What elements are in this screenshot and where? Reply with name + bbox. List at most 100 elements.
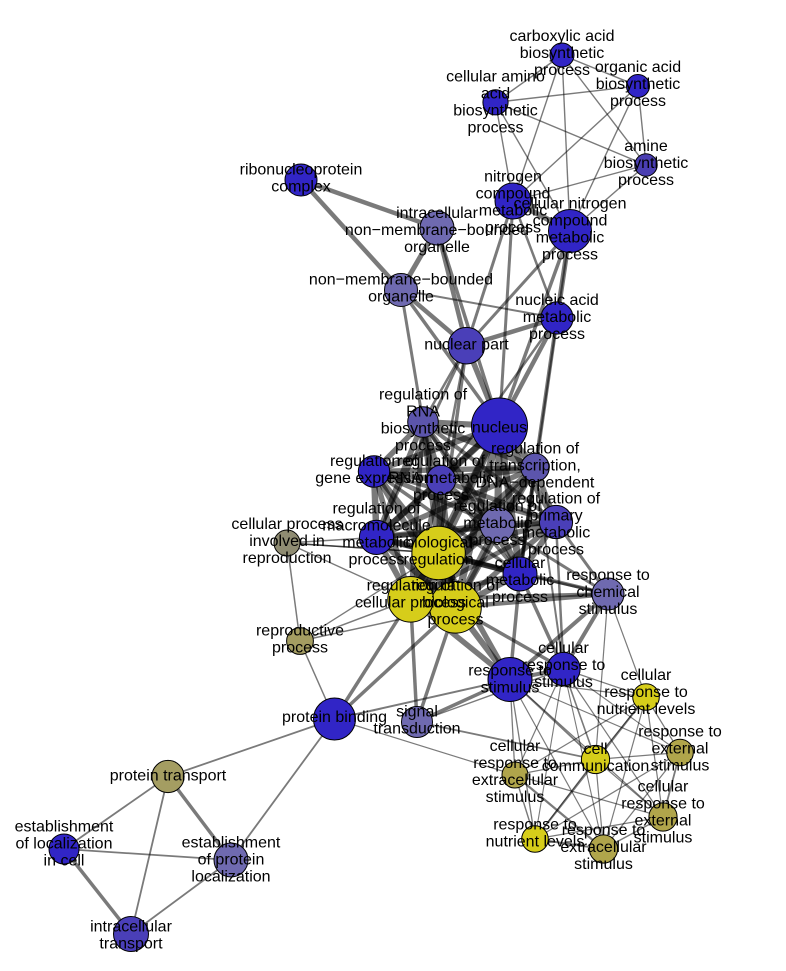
- svg-text:nucleus: nucleus: [472, 420, 527, 437]
- svg-text:establishment: establishment: [182, 835, 281, 852]
- svg-text:stimulus: stimulus: [651, 758, 710, 775]
- svg-text:signal: signal: [396, 704, 438, 721]
- svg-text:ribonucleoprotein: ribonucleoprotein: [240, 162, 363, 179]
- svg-text:regulation of: regulation of: [397, 453, 486, 470]
- svg-text:cellular process: cellular process: [355, 595, 466, 612]
- svg-text:metabolic: metabolic: [522, 525, 590, 542]
- svg-text:stimulus: stimulus: [486, 789, 545, 806]
- svg-text:process: process: [427, 611, 483, 628]
- svg-text:compound: compound: [476, 186, 551, 203]
- svg-text:process: process: [528, 542, 584, 559]
- svg-text:nucleic acid: nucleic acid: [515, 292, 599, 309]
- svg-text:localization: localization: [191, 869, 270, 886]
- svg-text:reproduction: reproduction: [243, 550, 332, 567]
- svg-text:regulation of: regulation of: [367, 578, 456, 595]
- svg-text:process: process: [485, 220, 541, 237]
- svg-text:complex: complex: [271, 179, 331, 196]
- svg-text:external: external: [635, 813, 692, 830]
- svg-text:of localization: of localization: [16, 836, 113, 853]
- svg-text:metabolic: metabolic: [486, 572, 554, 589]
- svg-text:stimulus: stimulus: [574, 856, 633, 873]
- svg-text:stimulus: stimulus: [579, 601, 638, 618]
- svg-text:process: process: [529, 326, 585, 343]
- svg-text:gene expression: gene expression: [315, 470, 432, 487]
- svg-text:protein binding: protein binding: [282, 709, 387, 726]
- svg-text:nutrient levels: nutrient levels: [597, 701, 696, 718]
- svg-text:biosynthetic: biosynthetic: [453, 102, 538, 119]
- svg-text:process: process: [395, 438, 451, 455]
- svg-text:involved in: involved in: [249, 533, 325, 550]
- svg-text:regulation of: regulation of: [453, 498, 542, 515]
- svg-text:in cell: in cell: [44, 853, 85, 870]
- svg-text:cellular: cellular: [621, 667, 672, 684]
- svg-text:response to: response to: [468, 663, 552, 680]
- svg-text:process: process: [413, 487, 469, 504]
- svg-text:regulation of: regulation of: [491, 441, 580, 458]
- svg-text:external: external: [652, 741, 709, 758]
- svg-text:stimulus: stimulus: [534, 674, 593, 691]
- svg-text:cellular: cellular: [538, 640, 589, 657]
- svg-text:establishment: establishment: [15, 819, 114, 836]
- svg-text:protein transport: protein transport: [110, 768, 227, 785]
- svg-text:organic acid: organic acid: [595, 59, 681, 76]
- svg-text:carboxylic acid: carboxylic acid: [510, 28, 615, 45]
- svg-text:regulation of: regulation of: [411, 577, 500, 594]
- svg-text:of protein: of protein: [198, 852, 265, 869]
- svg-text:stimulus: stimulus: [481, 680, 540, 697]
- svg-text:regulation of: regulation of: [330, 453, 419, 470]
- svg-text:transport: transport: [99, 936, 163, 953]
- svg-text:compound: compound: [533, 213, 608, 230]
- svg-text:metabolic: metabolic: [479, 203, 547, 220]
- svg-text:biosynthetic: biosynthetic: [596, 76, 681, 93]
- svg-text:metabolic: metabolic: [342, 534, 410, 551]
- svg-text:cellular process: cellular process: [231, 516, 342, 533]
- svg-text:chemical: chemical: [576, 584, 639, 601]
- svg-text:biosynthetic: biosynthetic: [520, 45, 605, 62]
- svg-text:RNA metabolic: RNA metabolic: [388, 470, 494, 487]
- svg-text:cellular amino: cellular amino: [446, 68, 545, 85]
- svg-text:regulation of: regulation of: [512, 491, 601, 508]
- svg-text:intracellular: intracellular: [396, 205, 478, 222]
- svg-text:regulation of: regulation of: [379, 387, 468, 404]
- svg-text:cellular: cellular: [495, 555, 546, 572]
- svg-text:cellular: cellular: [490, 738, 541, 755]
- svg-text:reproductive: reproductive: [256, 623, 344, 640]
- svg-text:intracellular: intracellular: [90, 919, 172, 936]
- svg-text:nutrient levels: nutrient levels: [486, 834, 585, 851]
- svg-text:biological: biological: [422, 594, 489, 611]
- svg-text:response to: response to: [638, 724, 722, 741]
- svg-text:process: process: [348, 551, 404, 568]
- svg-text:metabolic: metabolic: [536, 230, 604, 247]
- svg-text:process: process: [272, 640, 328, 657]
- svg-text:RNA: RNA: [406, 404, 440, 421]
- svg-text:biosynthetic: biosynthetic: [604, 155, 689, 172]
- svg-text:organelle: organelle: [368, 289, 434, 306]
- svg-text:primary: primary: [529, 508, 582, 525]
- svg-text:response to: response to: [562, 822, 646, 839]
- svg-text:metabolic: metabolic: [523, 309, 591, 326]
- svg-text:process: process: [469, 532, 525, 549]
- svg-text:process: process: [492, 589, 548, 606]
- svg-text:non−membrane−bounded: non−membrane−bounded: [309, 272, 493, 289]
- svg-text:metabolic: metabolic: [463, 515, 531, 532]
- svg-text:nuclear part: nuclear part: [424, 337, 509, 354]
- svg-text:amine: amine: [624, 138, 668, 155]
- svg-text:process: process: [610, 93, 666, 110]
- svg-text:process: process: [618, 172, 674, 189]
- svg-text:response to: response to: [493, 817, 577, 834]
- svg-text:extracellular: extracellular: [472, 772, 559, 789]
- svg-text:biosynthetic: biosynthetic: [381, 421, 466, 438]
- svg-text:response to: response to: [473, 755, 557, 772]
- svg-text:nitrogen: nitrogen: [484, 169, 542, 186]
- svg-text:transcription,: transcription,: [489, 458, 581, 475]
- svg-text:cellular nitrogen: cellular nitrogen: [514, 196, 627, 213]
- svg-text:non−membrane−bounded: non−membrane−bounded: [345, 222, 529, 239]
- svg-text:response to: response to: [522, 657, 606, 674]
- svg-text:response to: response to: [621, 796, 705, 813]
- svg-text:DNA−dependent: DNA−dependent: [476, 475, 595, 492]
- svg-text:process: process: [534, 62, 590, 79]
- svg-text:transduction: transduction: [373, 721, 460, 738]
- svg-text:regulation: regulation: [403, 552, 473, 569]
- svg-text:stimulus: stimulus: [634, 830, 693, 847]
- svg-text:process: process: [467, 119, 523, 136]
